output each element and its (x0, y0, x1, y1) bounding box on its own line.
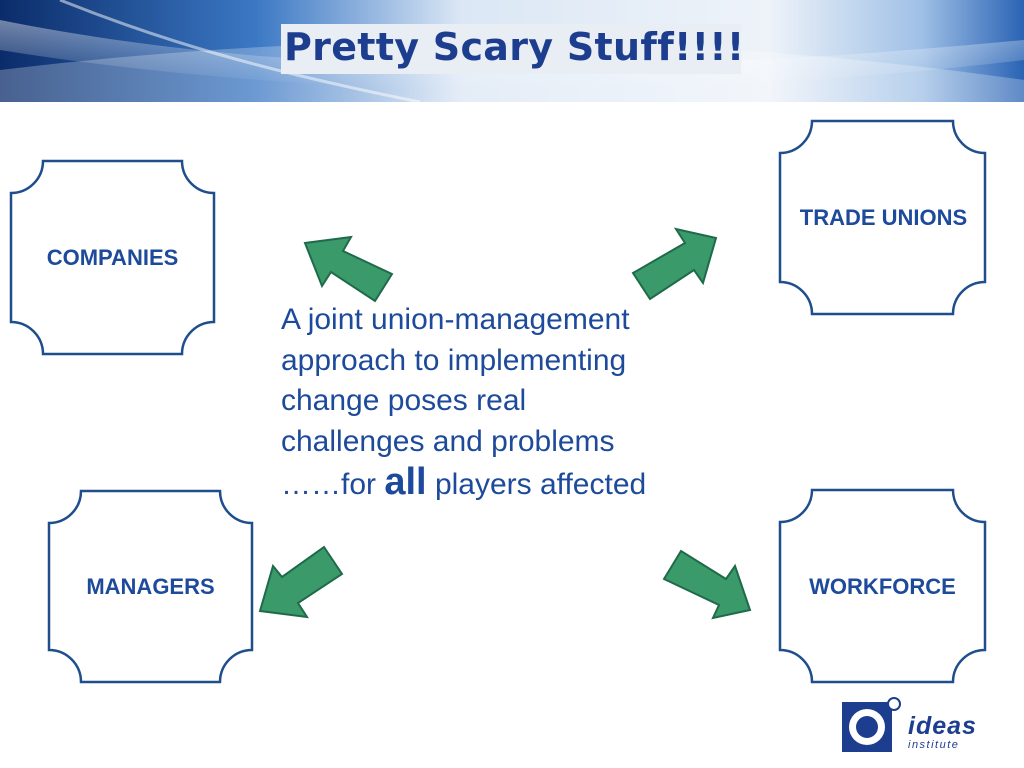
slide-title: Pretty Scary Stuff!!!! (284, 25, 745, 69)
workforce-label: WORKFORCE (809, 574, 956, 599)
central-text: A joint union-management approach to imp… (281, 300, 721, 506)
body-line-1: A joint union-management (281, 303, 630, 336)
workforce-box (778, 488, 987, 684)
arrow-to-companies-icon (303, 235, 394, 303)
body-line-3: change poses real (281, 384, 527, 417)
trade-unions-box (778, 119, 987, 316)
body-line-4: challenges and problems (281, 424, 615, 458)
managers-box (47, 489, 254, 684)
trade-unions-label: TRADE UNIONS (799, 205, 968, 230)
body-line-5-prefix: ……for (281, 468, 385, 501)
arrow-to-managers-icon (258, 545, 344, 619)
companies-label: COMPANIES (46, 245, 179, 270)
arrow-to-workforce-icon (662, 549, 752, 620)
managers-label: MANAGERS (86, 574, 215, 599)
logo-wordmark: ideas (908, 712, 977, 740)
ideas-logo-icon (842, 697, 901, 752)
logo-subtitle: institute (908, 739, 960, 751)
emphasis-all: all (384, 461, 427, 503)
body-line-5-suffix: players affected (426, 468, 647, 501)
arrow-to-trade-unions-icon (631, 227, 718, 301)
title-background (281, 24, 741, 74)
body-line-2: approach to implementing (281, 343, 627, 377)
companies-box (9, 159, 216, 356)
